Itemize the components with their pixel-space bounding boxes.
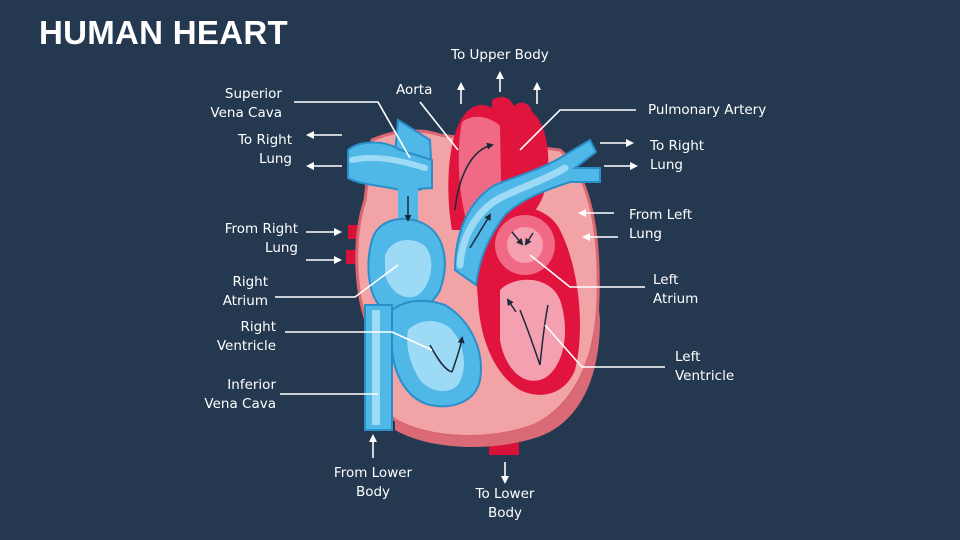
pulmonary-trunk [453, 138, 601, 287]
left-ventricle-cavity [500, 279, 565, 381]
leader-superior-vena-cava [294, 101, 411, 159]
leader-lines [275, 101, 665, 395]
leader-right-atrium [275, 264, 399, 298]
slide-title: HUMAN HEART [39, 14, 288, 51]
label-to-upper-body: To Upper Body [451, 47, 549, 63]
heart-body [346, 97, 601, 455]
leader-aorta [419, 101, 459, 151]
flow-arrows [306, 71, 638, 484]
leader-right-ventricle [285, 331, 433, 351]
label-aorta: Aorta [396, 82, 433, 98]
leader-pulmonary-artery [519, 109, 636, 151]
leader-left-ventricle [544, 324, 665, 368]
label-pulmonary-artery: Pulmonary Artery [648, 102, 767, 118]
leader-left-atrium [529, 254, 645, 288]
